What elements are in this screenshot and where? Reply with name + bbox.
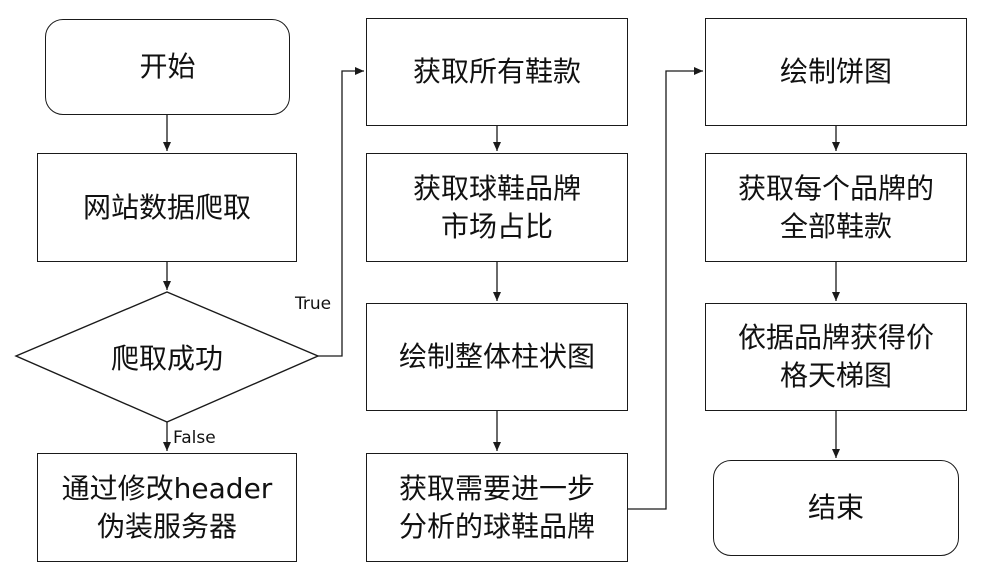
node-select-brand-line-2: 分析的球鞋品牌 <box>398 509 595 543</box>
node-disguise-line-2: 伪装服务器 <box>96 509 237 543</box>
node-crawl: 网站数据爬取 <box>37 153 297 262</box>
node-brand-all: 获取每个品牌的 全部鞋款 <box>705 153 967 262</box>
edge-label-false: False <box>173 428 216 448</box>
node-brand-all-line-2: 全部鞋款 <box>779 209 892 243</box>
node-brand-share-line-1: 获取球鞋品牌 <box>412 171 581 205</box>
node-get-all: 获取所有鞋款 <box>366 18 628 126</box>
node-price-ladder-line-1: 依据品牌获得价 <box>737 321 934 354</box>
node-brand-all-line-1: 获取每个品牌的 <box>737 171 934 205</box>
node-pie-chart-label: 绘制饼图 <box>779 55 892 88</box>
node-start: 开始 <box>45 19 290 115</box>
node-price-ladder: 依据品牌获得价 格天梯图 <box>705 303 967 411</box>
node-end-label: 结束 <box>807 491 864 524</box>
node-select-brand: 获取需要进一步 分析的球鞋品牌 <box>366 453 628 562</box>
node-disguise-line-1: 通过修改header <box>61 471 273 505</box>
node-end: 结束 <box>713 460 959 556</box>
node-disguise: 通过修改header 伪装服务器 <box>37 453 297 562</box>
node-brand-share-line-2: 市场占比 <box>440 209 553 243</box>
node-price-ladder-line-2: 格天梯图 <box>779 359 892 392</box>
node-bar-chart-label: 绘制整体柱状图 <box>398 340 595 373</box>
node-bar-chart: 绘制整体柱状图 <box>366 303 628 411</box>
node-select-brand-line-1: 获取需要进一步 <box>398 471 595 505</box>
node-pie-chart: 绘制饼图 <box>705 18 967 126</box>
node-start-label: 开始 <box>139 50 196 83</box>
node-brand-share: 获取球鞋品牌 市场占比 <box>366 153 628 262</box>
edge-label-true: True <box>295 294 332 314</box>
node-crawl-label: 网站数据爬取 <box>82 190 251 224</box>
arrow-decision-true <box>318 67 364 357</box>
node-get-all-label: 获取所有鞋款 <box>412 55 581 88</box>
node-decision-label: 爬取成功 <box>110 342 223 375</box>
arrow-select-to-pie <box>628 67 703 510</box>
